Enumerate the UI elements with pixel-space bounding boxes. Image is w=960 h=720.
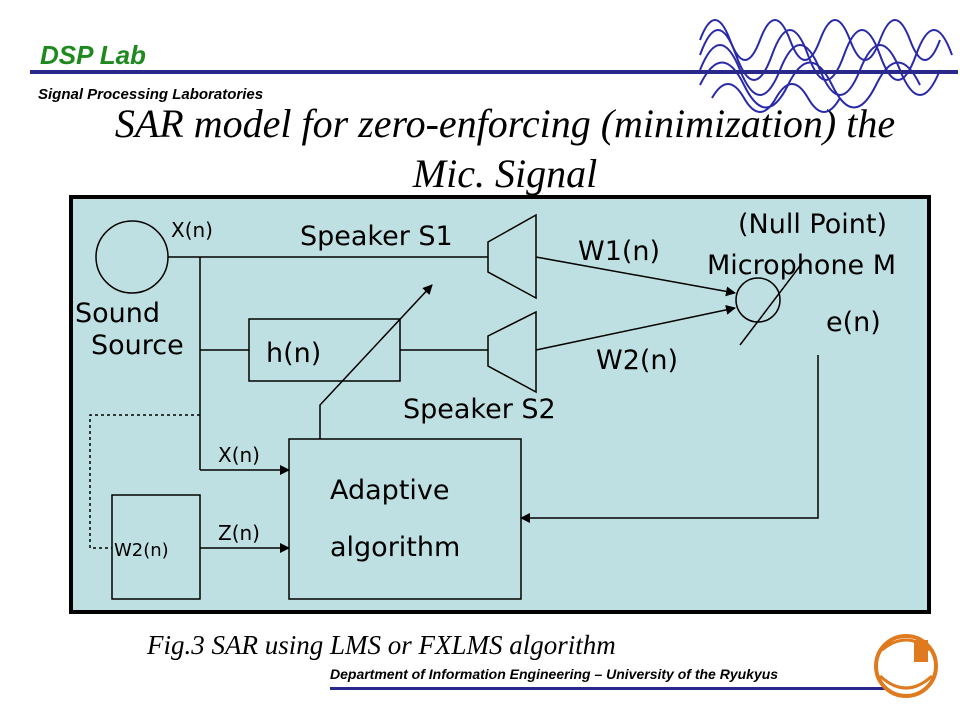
microphone-stroke bbox=[739, 261, 804, 346]
lab-subtitle: Signal Processing Laboratories bbox=[38, 86, 264, 103]
null-point-label: (Null Point) bbox=[738, 209, 887, 240]
sound-source-label-line1: Sound bbox=[75, 298, 160, 329]
department-footer: Department of Information Engineering – … bbox=[330, 666, 779, 682]
speaker-s2-label: Speaker S2 bbox=[403, 394, 556, 425]
filter-estimate-box bbox=[111, 494, 201, 600]
filter-h-label: h(n) bbox=[266, 338, 321, 369]
error-signal-label: e(n) bbox=[826, 307, 881, 338]
algorithm-label-line2: algorithm bbox=[330, 532, 460, 563]
slide-title-line2: Mic. Signal bbox=[412, 151, 598, 196]
path-w2-arrow bbox=[535, 304, 736, 351]
sound-source-label-line2: Source bbox=[91, 330, 184, 361]
adaptive-algorithm-box bbox=[288, 438, 522, 600]
speaker-s1-label: Speaker S1 bbox=[300, 221, 453, 252]
path-w1-arrow bbox=[535, 256, 736, 297]
slide-title-line1: SAR model for zero-enforcing (minimizati… bbox=[114, 101, 896, 146]
filter-estimate-label: W2(n) bbox=[114, 540, 169, 561]
header-wave-logo bbox=[699, 19, 953, 113]
diagram-panel bbox=[69, 195, 931, 614]
microphone-label: Microphone M bbox=[707, 250, 896, 281]
algorithm-input-z-label: Z(n) bbox=[218, 521, 260, 545]
adaptation-arrow bbox=[319, 284, 433, 439]
source-signal-label: X(n) bbox=[171, 218, 213, 242]
figure-caption: Fig.3 SAR using LMS or FXLMS algorithm bbox=[147, 630, 616, 660]
algorithm-input-x-label: X(n) bbox=[218, 443, 260, 467]
error-feedback-arrow bbox=[520, 355, 819, 523]
lab-name: DSP Lab bbox=[40, 40, 146, 70]
path-w1-label: W1(n) bbox=[578, 236, 660, 267]
university-emblem bbox=[874, 634, 938, 698]
speaker-s1-shape bbox=[487, 213, 537, 300]
footer-rule bbox=[330, 687, 885, 690]
algorithm-label-line1: Adaptive bbox=[330, 475, 450, 506]
header-rule bbox=[30, 70, 958, 74]
speaker-s2-shape bbox=[487, 310, 537, 394]
reference-dashed-path bbox=[89, 414, 200, 549]
path-w2-label: W2(n) bbox=[596, 345, 678, 376]
